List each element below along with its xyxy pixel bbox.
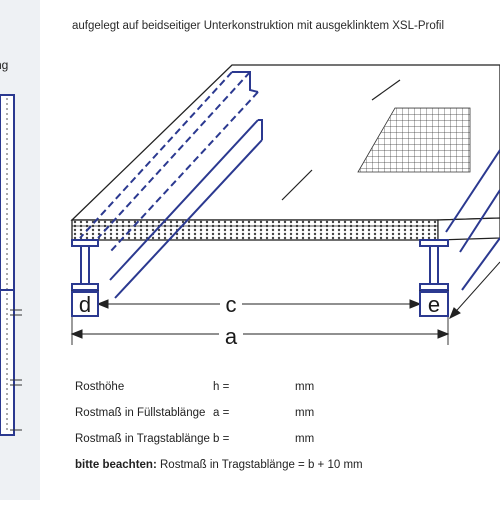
spec-unit: mm (295, 407, 315, 419)
dimension-box-e (419, 291, 449, 317)
dimension-label-a: a (225, 324, 238, 349)
grating-front-edge (71, 219, 439, 241)
spec-label: Rostmaß in Füllstablänge (75, 407, 206, 419)
diagram-caption: aufgelegt auf beidseitiger Unterkonstruk… (72, 20, 445, 32)
dimension-label-c: c (226, 292, 237, 317)
dimension-label-d: d (79, 292, 91, 317)
left-panel-text: ng (0, 58, 9, 72)
left-panel-drawing (0, 94, 22, 436)
spec-symbol: h = (213, 381, 230, 393)
right-support-profile (419, 149, 500, 291)
spec-label: Rostmaß in Tragstablänge (75, 433, 210, 445)
dimension-label-e: e (428, 292, 440, 317)
spec-unit: mm (295, 381, 315, 393)
spec-symbol: b = (213, 433, 230, 445)
note-bold: bitte beachten: (75, 459, 157, 471)
spec-unit: mm (295, 433, 315, 445)
left-support-profile (71, 71, 263, 299)
dimension-box-d (71, 291, 99, 317)
left-panel-strip: ng (0, 0, 40, 500)
dimension-line-b (449, 261, 500, 319)
note-line: bitte beachten: Rostmaß in Tragstablänge… (75, 459, 363, 471)
grating-mesh-patch (357, 107, 471, 173)
spec-symbol: a = (213, 407, 230, 419)
note-text: Rostmaß in Tragstablänge = b + 10 mm (156, 459, 363, 471)
grating-side-edge (437, 217, 500, 241)
spec-label: Rosthöhe (75, 381, 125, 393)
